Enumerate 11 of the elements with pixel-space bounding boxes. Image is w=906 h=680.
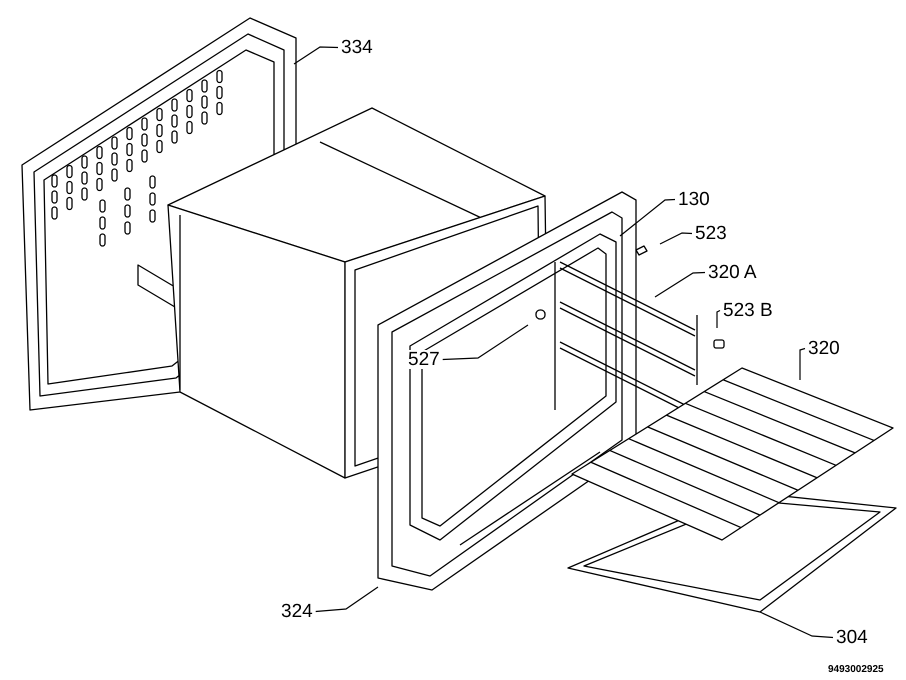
leader-line — [442, 324, 528, 360]
leader-line — [799, 348, 806, 380]
leader-line — [620, 198, 676, 236]
callout-number: 527 — [407, 350, 441, 369]
leader-line — [660, 232, 692, 245]
leader-line — [316, 586, 378, 612]
leader-line — [294, 46, 338, 64]
leader-line — [716, 310, 720, 328]
drawing-number: 9493002925 — [828, 664, 884, 675]
leader-line — [654, 272, 706, 298]
leader-line — [760, 611, 834, 638]
